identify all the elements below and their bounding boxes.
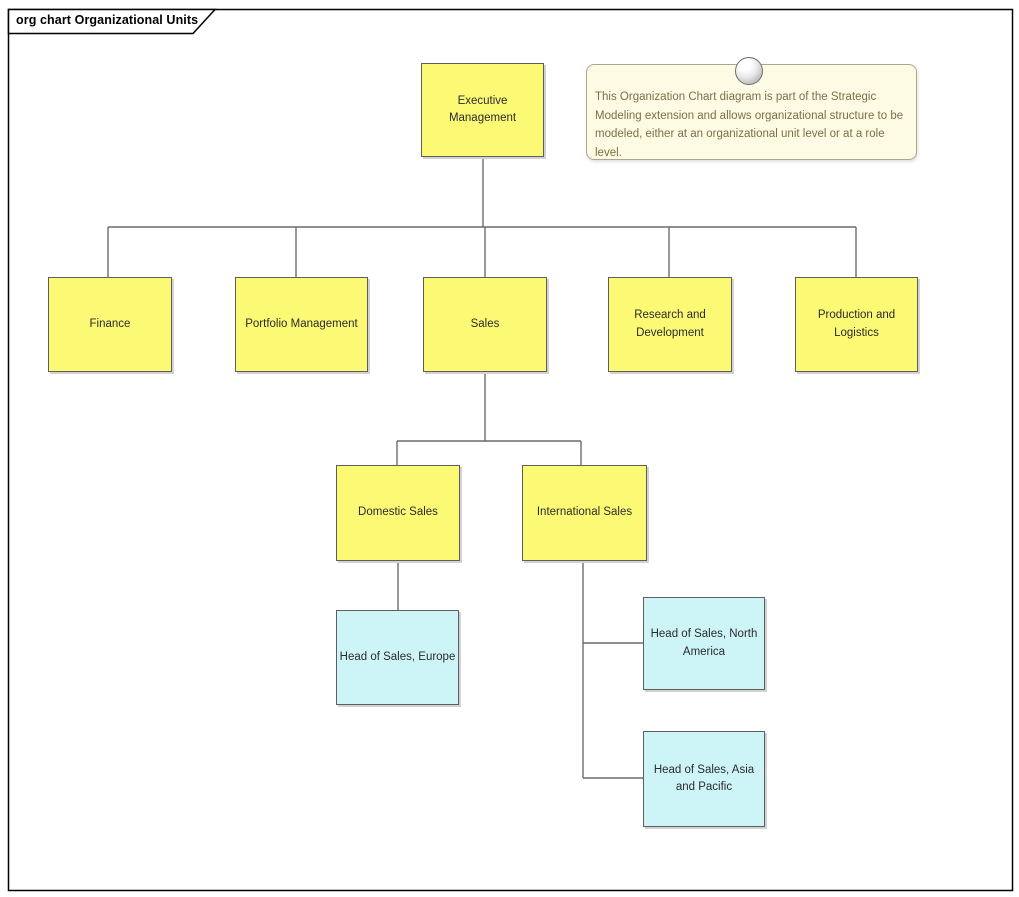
org-unit-box-research-and-development[interactable]: Research and Development — [608, 277, 732, 372]
org-unit-box-finance[interactable]: Finance — [48, 277, 172, 372]
org-unit-box-sales[interactable]: Sales — [423, 277, 547, 372]
org-unit-box-production-and-logistics[interactable]: Production and Logistics — [795, 277, 918, 372]
role-box-head-of-sales-europe[interactable]: Head of Sales, Europe — [336, 610, 459, 705]
diagram-tab-shape — [7, 8, 217, 35]
pin-icon — [735, 57, 763, 85]
node-label: Domestic Sales — [358, 506, 438, 519]
diagram-frame-border — [7, 8, 1014, 892]
diagram-tab-label: org chart Organizational Units — [16, 13, 199, 27]
org-unit-box-executive-management[interactable]: Executive Management — [421, 63, 544, 157]
org-unit-box-international-sales[interactable]: International Sales — [522, 465, 647, 561]
node-label: Research and Development — [634, 309, 706, 339]
role-box-head-of-sales-north-america[interactable]: Head of Sales, North America — [643, 597, 765, 690]
node-label: Portfolio Management — [245, 317, 358, 330]
node-label: Head of Sales, North America — [650, 628, 758, 658]
role-box-head-of-sales-asia-and-pacific[interactable]: Head of Sales, Asia and Pacific — [643, 731, 765, 827]
org-chart-connectors — [107, 157, 857, 779]
node-label: Sales — [470, 317, 500, 330]
org-unit-box-portfolio-management[interactable]: Portfolio Management — [235, 277, 368, 372]
node-label: Finance — [89, 317, 131, 330]
node-label: International Sales — [536, 506, 633, 519]
note-text: This Organization Chart diagram is part … — [595, 91, 904, 159]
org-unit-box-domestic-sales[interactable]: Domestic Sales — [336, 465, 460, 561]
node-label: Production and Logistics — [817, 309, 896, 339]
node-label: Executive Management — [448, 94, 517, 124]
node-label: Head of Sales, Asia and Pacific — [653, 763, 755, 793]
node-label: Head of Sales, Europe — [339, 650, 456, 663]
